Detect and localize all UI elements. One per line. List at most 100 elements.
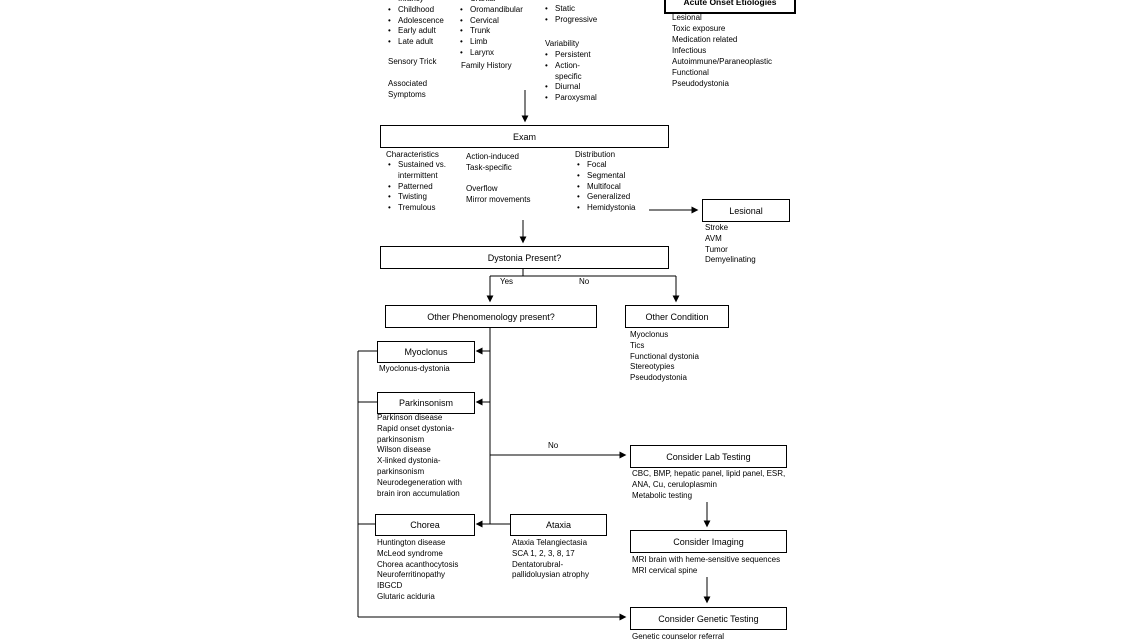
list-item: Oromandibular [460, 5, 538, 16]
no-branch-label: No [577, 277, 592, 287]
chorea-box: Chorea [375, 514, 475, 536]
list-item: Functional dystonia [630, 351, 699, 361]
list-item: Myoclonus-dystonia [379, 364, 450, 373]
list-item: Parkinson disease [377, 413, 443, 422]
variability-list: PersistentAction-specificDiurnalParoxysm… [545, 50, 600, 104]
list-item: Tics [630, 340, 645, 350]
list-item: X-linked dystonia-parkinsonism [377, 456, 441, 476]
list-item: Progressive [545, 15, 607, 26]
list-item: Mirror movements [466, 194, 531, 204]
list-item: Infancy [388, 0, 450, 5]
list-item: Paroxysmal [545, 93, 600, 104]
acute-onset-etiologies-box: Acute Onset Etiologies [664, 0, 796, 14]
list-item: Persistent [545, 50, 600, 61]
list-item: Lesional [672, 13, 702, 22]
course-list: StaticProgressive [545, 4, 607, 26]
consider-genetic-testing-box: Consider Genetic Testing [630, 607, 787, 630]
course-header: Course [545, 0, 571, 4]
associated-symptoms-text: Associated Symptoms [388, 79, 428, 99]
list-item: MRI cervical spine [632, 565, 698, 575]
list-item: Limb [460, 37, 538, 48]
list-item: Focal [577, 160, 649, 171]
list-item: Adolescence [388, 16, 450, 27]
list-item: Pseudodystonia [672, 79, 729, 88]
list-item: Neurodegeneration with brain iron accumu… [377, 477, 462, 498]
list-item: Genetic counselor referral [632, 632, 725, 640]
list-item: Pseudodystonia [630, 373, 687, 383]
myoclonus-box: Myoclonus [377, 341, 475, 363]
consider-lab-testing-box: Consider Lab Testing [630, 445, 787, 468]
list-item: Medication related [672, 35, 738, 44]
list-item: Sustained vs. intermittent [388, 160, 452, 182]
list-item: Multifocal [577, 182, 649, 193]
no-phenomenology-label: No [546, 441, 561, 451]
list-item: Glutaric aciduria [377, 591, 435, 601]
list-item: Segmental [577, 171, 649, 182]
list-item: Metabolic testing [632, 490, 693, 500]
list-item: Autoimmune/Paraneoplastic [672, 57, 773, 66]
list-item: Functional [672, 68, 709, 77]
characteristics-header: Characteristics [386, 150, 439, 159]
distribution-header: Distribution [575, 150, 616, 159]
other-condition-box: Other Condition [625, 305, 729, 328]
consider-imaging-box: Consider Imaging [630, 530, 787, 553]
body-region-list: CranialOromandibularCervicalTrunkLimbLar… [460, 0, 538, 59]
list-item: Stereotypies [630, 362, 675, 372]
list-item: Cervical [460, 16, 538, 27]
list-item: Neuroferritinopathy [377, 570, 446, 580]
characteristics-list: Sustained vs. intermittentPatternedTwist… [388, 160, 452, 214]
family-history-text: Family History [461, 61, 512, 70]
list-item: Huntington disease [377, 538, 446, 547]
list-item: MRI brain with heme-sensitive sequences [632, 555, 781, 564]
list-item: Generalized [577, 192, 649, 203]
list-item: AVM [705, 233, 722, 243]
list-item: Hemidystonia [577, 203, 649, 214]
yes-branch-label: Yes [498, 277, 516, 287]
lesional-box: Lesional [702, 199, 790, 222]
list-item: Overflow [466, 184, 498, 193]
genetic-testing-list: Genetic counselor referral [632, 632, 802, 640]
age-of-onset-list: InfancyChildhoodAdolescenceEarly adultLa… [388, 0, 450, 48]
list-item: Demyelinating [705, 255, 756, 265]
lab-testing-list: CBC, BMP, hepatic panel, lipid panel, ES… [632, 469, 802, 501]
variability-header: Variability [545, 39, 580, 48]
list-item: Action-induced [466, 152, 519, 161]
ataxia-box: Ataxia [510, 514, 607, 536]
list-item: Childhood [388, 5, 450, 16]
list-item: McLeod syndrome [377, 548, 443, 558]
list-item: Stroke [705, 223, 729, 232]
list-item: Task-specific [466, 162, 512, 172]
list-item: Toxic exposure [672, 24, 726, 33]
list-item: Myoclonus [630, 330, 669, 339]
list-item: Action-specific [545, 61, 600, 83]
list-item: SCA 1, 2, 3, 8, 17 [512, 548, 575, 558]
list-item: Late adult [388, 37, 450, 48]
list-item: CBC, BMP, hepatic panel, lipid panel, ES… [632, 469, 786, 489]
list-item: Rapid onset dystonia-parkinsonism [377, 423, 455, 444]
list-item: Diurnal [545, 82, 600, 93]
list-item: Cranial [460, 0, 538, 5]
other-phenomenology-box: Other Phenomenology present? [385, 305, 597, 328]
list-item: Trunk [460, 26, 538, 37]
list-item: Twisting [388, 192, 452, 203]
list-item: Chorea acanthocytosis [377, 559, 459, 569]
dystonia-present-box: Dystonia Present? [380, 246, 669, 269]
list-item: Ataxia Telangiectasia [512, 538, 588, 547]
list-item: Wilson disease [377, 445, 431, 455]
list-item: Larynx [460, 48, 538, 59]
parkinsonism-box: Parkinsonism [377, 392, 475, 414]
myoclonus-list: Myoclonus-dystonia [379, 364, 479, 375]
list-item: IBGCD [377, 581, 403, 591]
list-item: Tumor [705, 244, 728, 254]
distribution-list: FocalSegmentalMultifocalGeneralizedHemid… [577, 160, 649, 214]
list-item: Infectious [672, 46, 707, 55]
